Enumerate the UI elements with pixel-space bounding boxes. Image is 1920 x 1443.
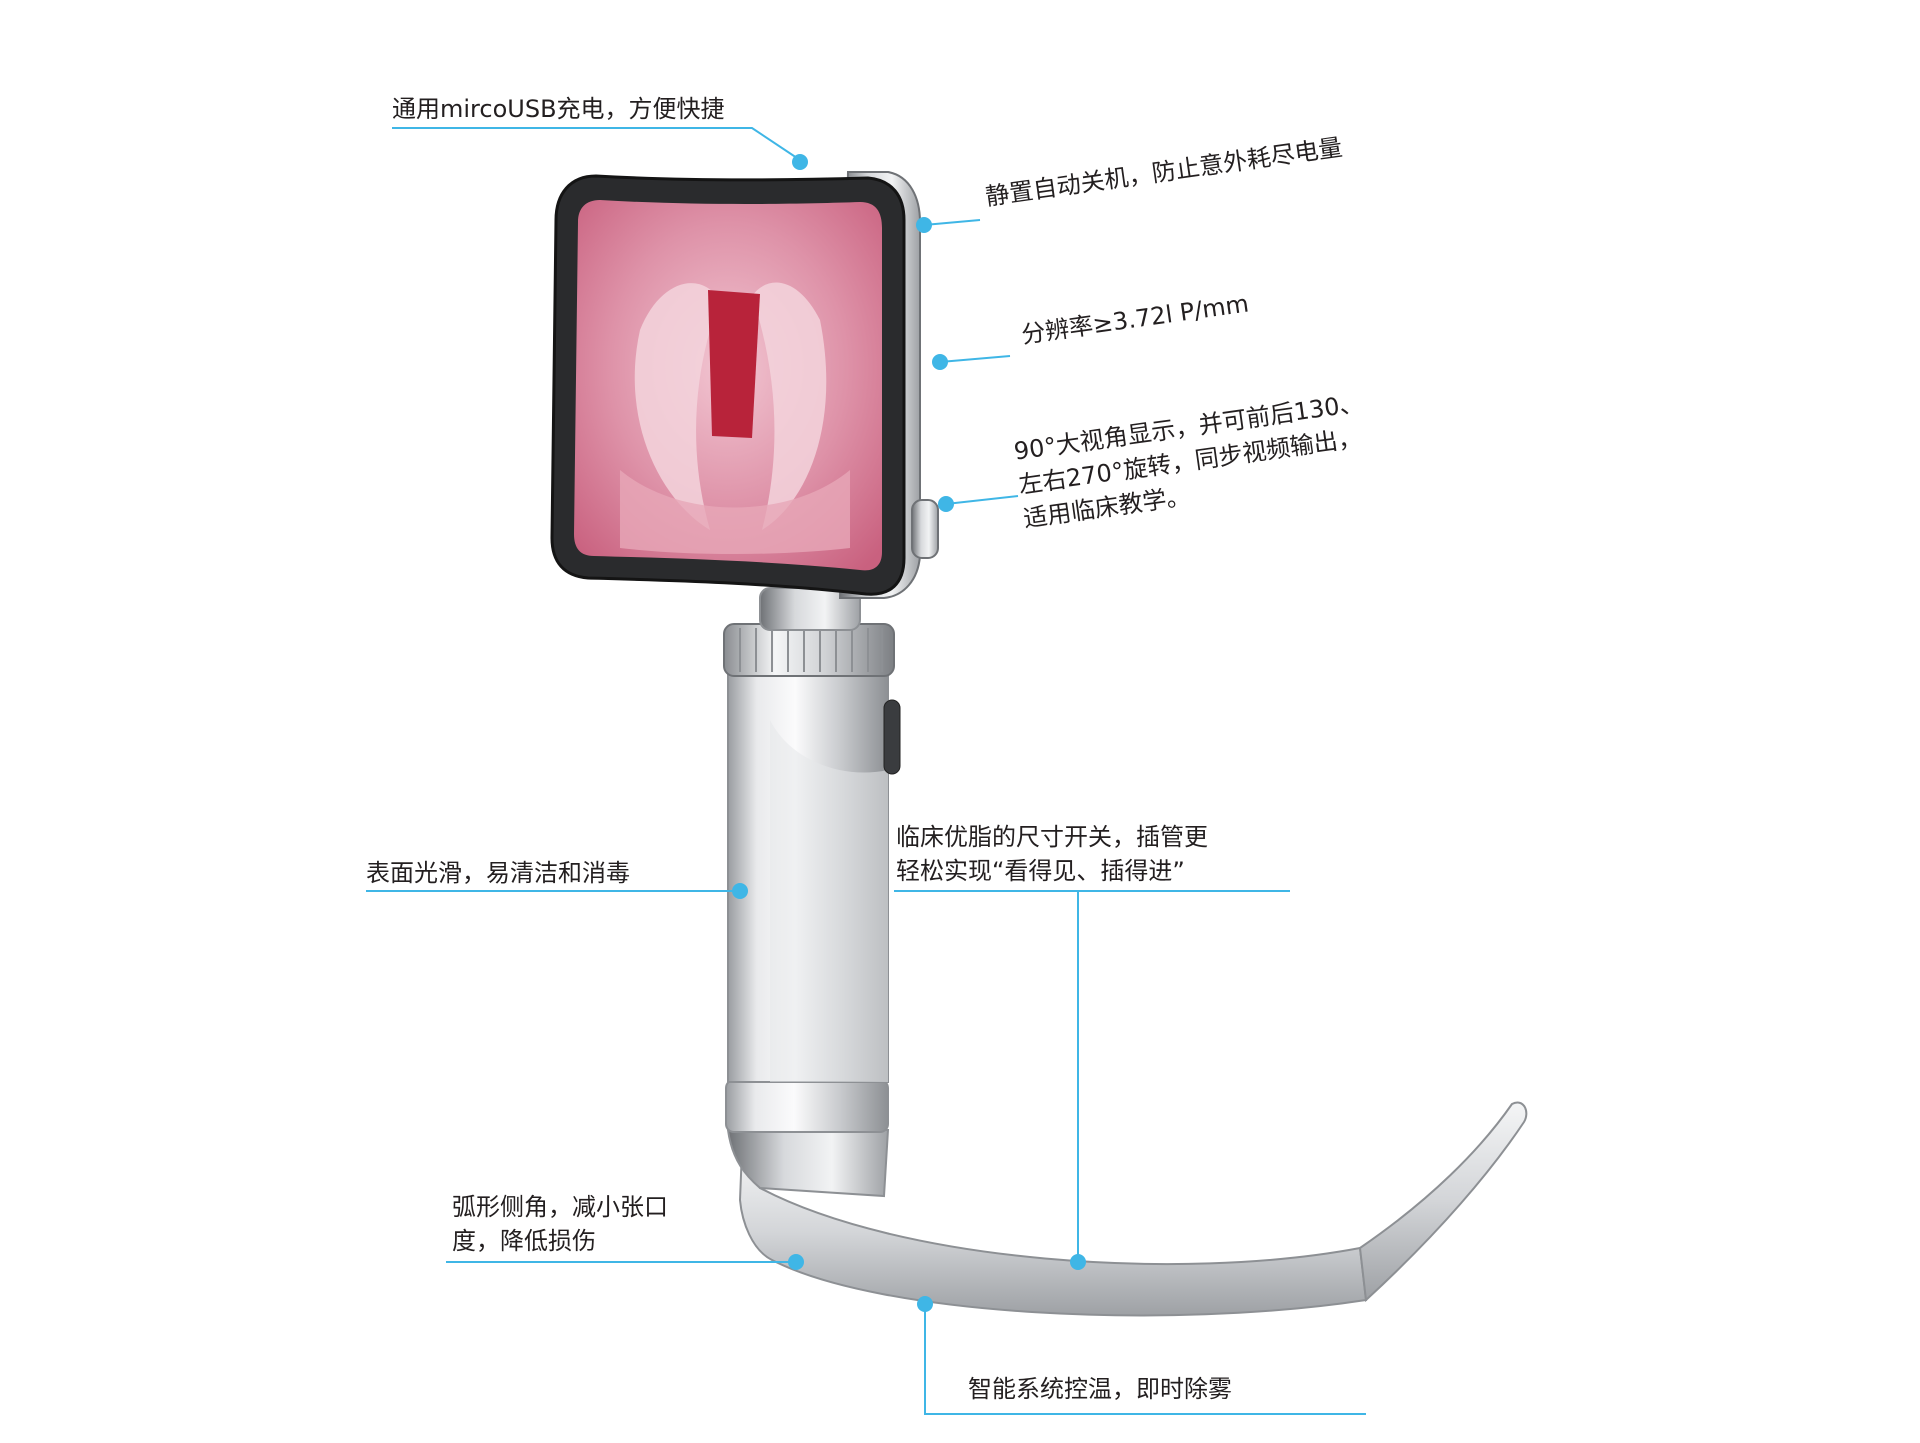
dot-ergonomic-switch xyxy=(1070,1254,1086,1270)
hinge-knob xyxy=(911,499,939,559)
leader-viewing-angle xyxy=(945,495,1019,505)
leader-resolution xyxy=(939,355,1011,363)
leader-dots xyxy=(732,154,1086,1312)
dot-resolution xyxy=(932,354,948,370)
callout-surface: 表面光滑，易清洁和消毒 xyxy=(366,856,630,890)
callout-anti-fog-text: 智能系统控温，即时除雾 xyxy=(968,1375,1232,1403)
callout-usb-charging: 通用mircoUSB充电，方便快捷 xyxy=(392,92,725,126)
callout-anti-fog: 智能系统控温，即时除雾 xyxy=(968,1372,1232,1406)
dot-surface xyxy=(732,883,748,899)
dot-usb-charging xyxy=(792,154,808,170)
power-switch xyxy=(883,699,901,775)
blade-heel xyxy=(726,1129,890,1198)
dot-auto-shutdown xyxy=(916,217,932,233)
dot-anti-fog xyxy=(917,1296,933,1312)
leader-lines xyxy=(366,127,1366,1415)
leader-auto-shutdown xyxy=(923,219,981,226)
vocal-cord-view xyxy=(620,282,850,554)
curved-blade xyxy=(738,1149,1368,1317)
blade-tip xyxy=(1358,1101,1528,1303)
handle-cap xyxy=(725,1079,889,1133)
callout-curved-blade-line-2: 度，降低损伤 xyxy=(452,1227,596,1255)
callout-usb-charging-text: 通用mircoUSB充电，方便快捷 xyxy=(392,95,725,123)
callout-ergonomic-switch-line-1: 临床优脂的尺寸开关，插管更 xyxy=(896,823,1208,851)
callout-curved-blade-line-1: 弧形侧角，减小张口 xyxy=(452,1193,668,1221)
callout-ergonomic-switch: 临床优脂的尺寸开关，插管更 轻松实现“看得见、插得进” xyxy=(896,820,1208,888)
dot-curved-blade xyxy=(788,1254,804,1270)
callout-curved-blade: 弧形侧角，减小张口 度，降低损伤 xyxy=(452,1190,668,1258)
handle-facet xyxy=(770,720,888,1082)
callout-ergonomic-switch-line-2: 轻松实现“看得见、插得进” xyxy=(896,857,1185,885)
ring-knurling xyxy=(739,628,883,672)
device xyxy=(550,171,1528,1317)
leader-anti-fog xyxy=(924,1304,1366,1415)
leader-usb-charging xyxy=(392,127,801,161)
callout-surface-text: 表面光滑，易清洁和消毒 xyxy=(366,859,630,887)
dot-viewing-angle xyxy=(938,496,954,512)
